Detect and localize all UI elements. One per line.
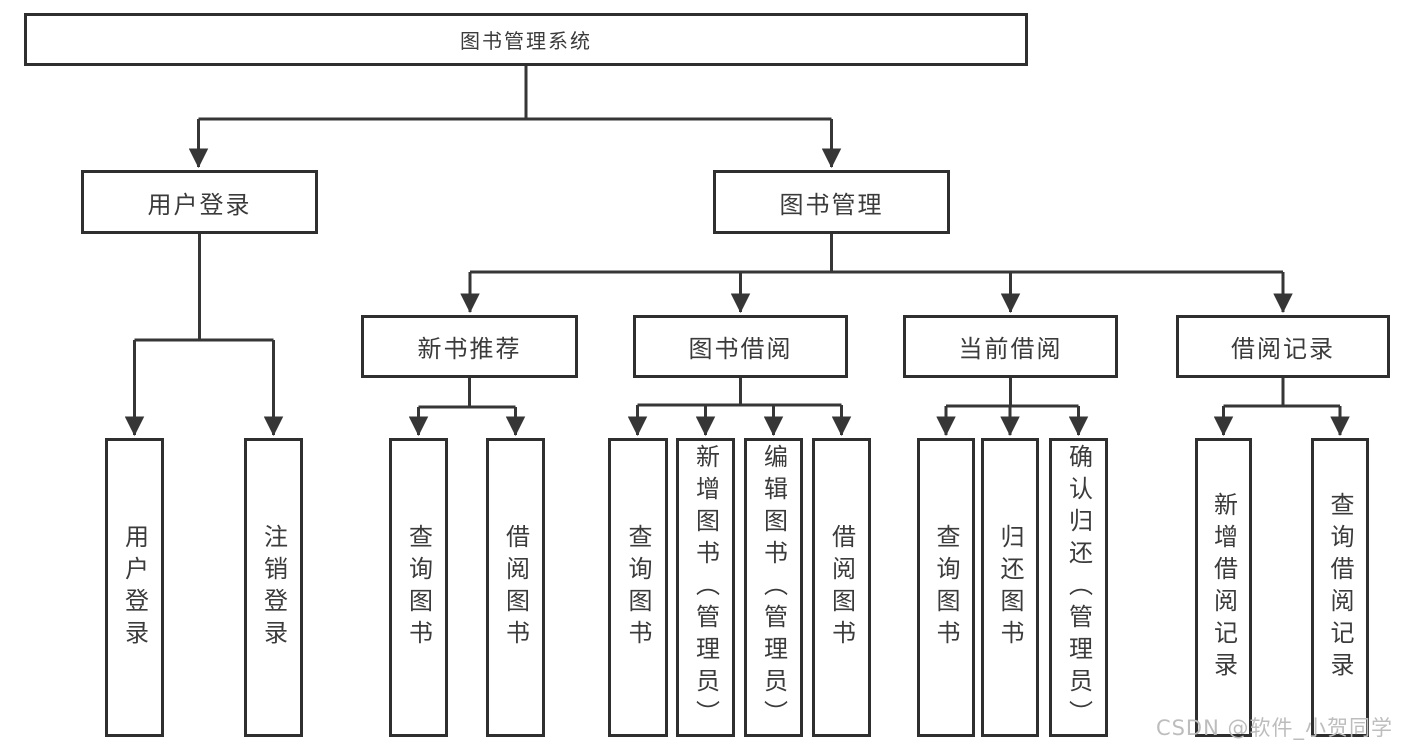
node-label: 图书管理系统 (460, 29, 592, 53)
leaf-label: 确认归还（管理员） (1064, 443, 1093, 732)
node-user-login: 用户登录 (81, 170, 318, 234)
node-book-management: 图书管理 (713, 170, 950, 234)
leaf-label: 查询图书 (404, 523, 433, 652)
leaf-label: 归还图书 (996, 523, 1024, 652)
node-label: 图书管理 (779, 190, 884, 219)
leaf-user-login: 用户登录 (105, 438, 164, 737)
node-current-borrow: 当前借阅 (903, 315, 1118, 378)
leaf-logout: 注销登录 (244, 438, 303, 737)
leaf-query-books-recommend: 查询图书 (389, 438, 448, 737)
node-label: 图书借阅 (688, 335, 793, 363)
node-book-borrow: 图书借阅 (633, 315, 848, 378)
leaf-label: 用户登录 (120, 523, 149, 652)
leaf-edit-book-admin: 编辑图书（管理员） (744, 438, 803, 737)
leaf-label: 查询借阅记录 (1326, 491, 1354, 684)
node-borrow-record: 借阅记录 (1176, 315, 1390, 378)
leaf-label: 查询图书 (932, 523, 960, 652)
leaf-confirm-return-admin: 确认归还（管理员） (1049, 438, 1108, 737)
leaf-query-books-borrow: 查询图书 (608, 438, 668, 737)
leaf-label: 新增借阅记录 (1209, 491, 1238, 684)
leaf-borrow-books: 借阅图书 (812, 438, 871, 737)
leaf-query-borrow-record: 查询借阅记录 (1311, 438, 1369, 737)
leaf-label: 查询图书 (624, 523, 652, 652)
leaf-add-borrow-record: 新增借阅记录 (1195, 438, 1252, 737)
leaf-label: 编辑图书（管理员） (759, 443, 788, 732)
leaf-borrow-books-recommend: 借阅图书 (486, 438, 545, 737)
node-new-book-recommend: 新书推荐 (361, 315, 578, 378)
node-label: 当前借阅 (958, 335, 1063, 363)
node-label: 新书推荐 (417, 335, 522, 363)
leaf-query-books-current: 查询图书 (917, 438, 975, 737)
leaf-return-books: 归还图书 (981, 438, 1039, 737)
node-label: 用户登录 (147, 190, 252, 219)
leaf-label: 借阅图书 (827, 523, 856, 652)
leaf-label: 注销登录 (259, 523, 288, 652)
leaf-label: 借阅图书 (501, 523, 530, 652)
node-label: 借阅记录 (1231, 335, 1335, 363)
leaf-label: 新增图书（管理员） (691, 443, 720, 732)
node-library-management-system: 图书管理系统 (24, 13, 1028, 66)
leaf-add-book-admin: 新增图书（管理员） (676, 438, 735, 737)
